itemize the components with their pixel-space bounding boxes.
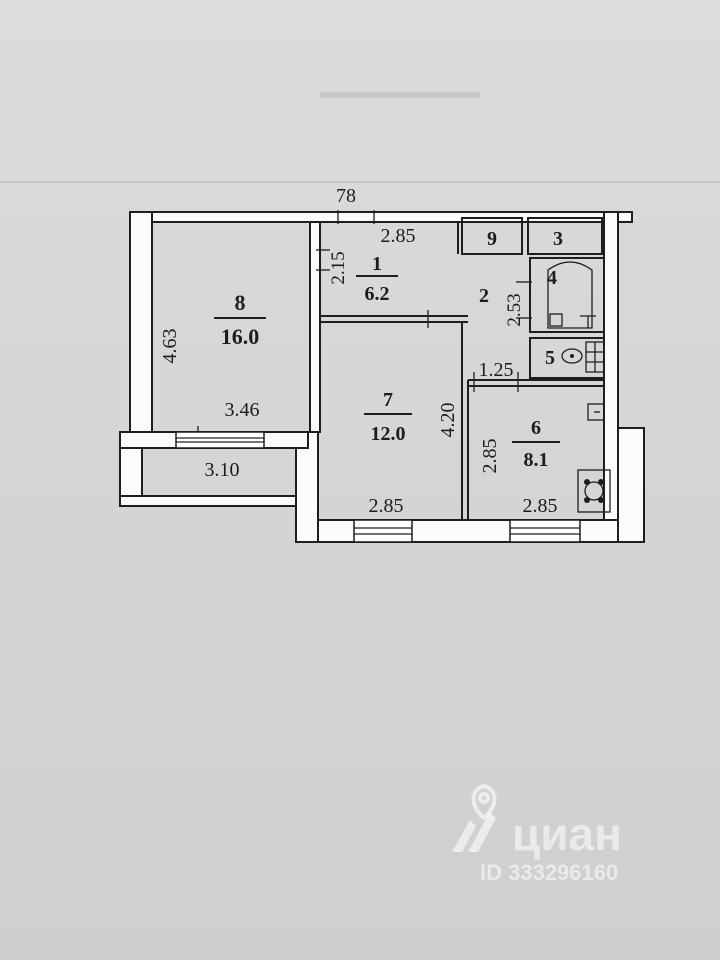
dimension-labels: 78 4.63 3.46 3.10 2.85 2.15 2.53 1.25 4.… — [159, 185, 558, 517]
room-5-number: 5 — [545, 347, 555, 369]
room-6-number: 6 — [531, 417, 541, 439]
bathtub-icon — [547, 261, 596, 329]
window-room6 — [509, 519, 581, 543]
dim-room7-height: 4.20 — [437, 403, 459, 438]
room-1-area: 6.2 — [365, 283, 390, 305]
fraction-bars — [214, 275, 560, 443]
dim-corridor-height: 2.53 — [504, 293, 525, 326]
window-room7 — [353, 519, 413, 543]
room-3-number: 3 — [553, 228, 563, 250]
room-4-number: 4 — [547, 267, 557, 289]
door-marks — [197, 210, 532, 440]
room-6-area: 8.1 — [524, 449, 549, 471]
room-9-number: 9 — [487, 228, 497, 250]
paper-bleed — [0, 92, 720, 183]
dim-corridor-width: 1.25 — [479, 359, 514, 381]
watermark-id: ID 333296160 — [480, 860, 618, 885]
dim-room6-height: 2.85 — [479, 439, 501, 474]
windows — [175, 431, 581, 543]
watermark: циан ID 333296160 — [452, 783, 622, 885]
window-room8 — [175, 431, 265, 449]
room-7-number: 7 — [383, 389, 393, 411]
sink-icon — [587, 403, 605, 421]
toilet-icon — [561, 341, 605, 373]
watermark-brand: циан — [512, 808, 622, 860]
top-number: 78 — [336, 185, 356, 207]
room-8-number: 8 — [235, 290, 246, 315]
room-7-area: 12.0 — [371, 423, 406, 445]
dim-balcony-width: 3.10 — [205, 459, 240, 481]
dim-room6-width: 2.85 — [523, 495, 558, 517]
dim-room7-width: 2.85 — [369, 495, 404, 517]
stove-icon — [577, 469, 611, 513]
dim-room1-height: 2.15 — [328, 251, 349, 284]
room-8-area: 16.0 — [221, 324, 260, 349]
cian-logo-icon — [452, 812, 496, 852]
location-pin-icon — [471, 783, 497, 821]
dim-room8-height: 4.63 — [159, 329, 181, 364]
room-1-number: 1 — [372, 253, 382, 275]
room-2-number: 2 — [479, 285, 489, 307]
dim-room1-width: 2.85 — [381, 225, 416, 247]
dim-room8-width: 3.46 — [225, 399, 260, 421]
room-labels: 8 16.0 1 6.2 7 12.0 6 8.1 2 9 3 4 5 — [221, 228, 563, 471]
